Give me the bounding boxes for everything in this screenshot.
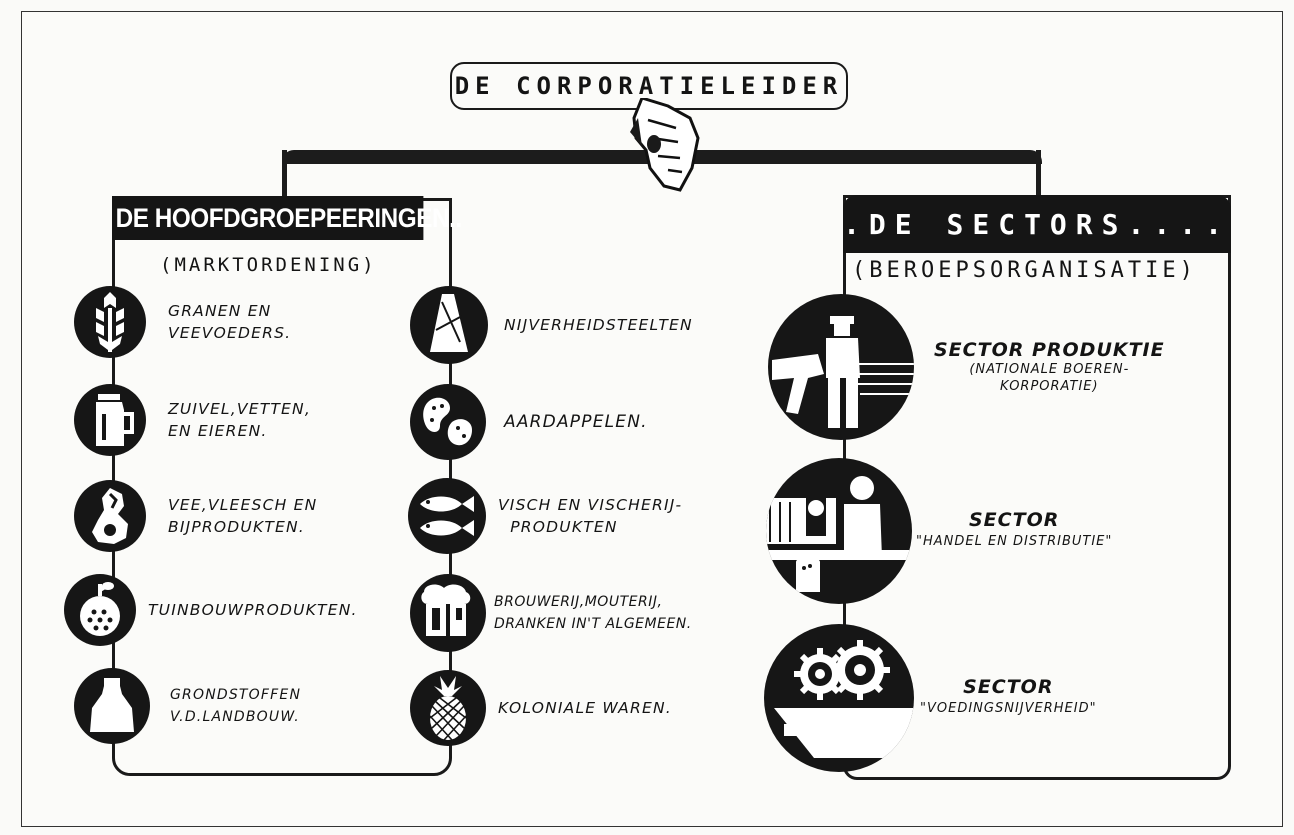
milk-jug-icon bbox=[74, 384, 146, 456]
item-label: GRONDSTOFFEN V.D.LANDBOUW. bbox=[170, 687, 302, 725]
meat-icon bbox=[74, 480, 146, 552]
list-item: ZUIVEL,VETTEN, EN EIEREN. bbox=[74, 384, 311, 456]
beer-mug-icon bbox=[410, 574, 486, 652]
list-item: NIJVERHEIDSTEELTEN bbox=[410, 286, 693, 364]
shopkeeper-icon bbox=[766, 458, 912, 604]
left-connector-stem bbox=[282, 150, 287, 200]
sack-icon bbox=[74, 668, 150, 744]
title-box: DE CORPORATIELEIDER bbox=[450, 62, 848, 110]
list-item: VISCH EN VISCHERIJ- PRODUKTEN bbox=[408, 478, 682, 554]
right-header-label: .DE SECTORS.... bbox=[843, 207, 1231, 241]
list-item: BROUWERIJ,MOUTERIJ, DRANKEN IN'T ALGEMEE… bbox=[410, 574, 692, 652]
list-item: GRANEN EN VEEVOEDERS. bbox=[74, 286, 291, 358]
list-item: KOLONIALE WAREN. bbox=[410, 670, 672, 746]
sector-title: SECTOR PRODUKTIE bbox=[934, 339, 1165, 361]
sector-title: SECTOR bbox=[969, 509, 1060, 531]
item-label: VISCH EN VISCHERIJ- PRODUKTEN bbox=[498, 496, 683, 536]
sectors-header: .DE SECTORS.... bbox=[843, 195, 1231, 253]
item-label: BROUWERIJ,MOUTERIJ, DRANKEN IN'T ALGEMEE… bbox=[494, 594, 692, 632]
right-subtitle: (BEROEPSORGANISATIE) bbox=[852, 258, 1197, 283]
list-item: TUINBOUWPRODUKTEN. bbox=[64, 574, 358, 646]
item-label: KOLONIALE WAREN. bbox=[498, 699, 672, 717]
left-header-label: DE HOOFDGROEPEERINGEN.. bbox=[115, 202, 463, 233]
gears-icon bbox=[764, 624, 914, 772]
item-label: ZUIVEL,VETTEN, EN EIEREN. bbox=[168, 400, 311, 440]
sector-sub: "HANDEL EN DISTRIBUTIE" bbox=[916, 534, 1113, 549]
list-item: VEE,VLEESCH EN BIJPRODUKTEN. bbox=[74, 480, 317, 552]
sector-text: SECTOR PRODUKTIE (NATIONALE BOEREN- KORP… bbox=[934, 339, 1165, 395]
item-label: NIJVERHEIDSTEELTEN bbox=[504, 316, 693, 334]
potato-icon bbox=[410, 384, 486, 460]
sector-item: SECTOR PRODUKTIE (NATIONALE BOEREN- KORP… bbox=[768, 294, 1165, 440]
sector-text: SECTOR "HANDEL EN DISTRIBUTIE" bbox=[916, 509, 1112, 553]
list-item: AARDAPPELEN. bbox=[410, 384, 648, 460]
item-label: AARDAPPELEN. bbox=[504, 412, 648, 432]
flax-bundle-icon bbox=[410, 286, 488, 364]
list-item: GRONDSTOFFEN V.D.LANDBOUW. bbox=[74, 668, 301, 744]
sector-title: SECTOR bbox=[963, 676, 1054, 698]
item-label: VEE,VLEESCH EN BIJPRODUKTEN. bbox=[168, 496, 318, 536]
item-label: TUINBOUWPRODUKTEN. bbox=[148, 601, 358, 619]
pineapple-icon bbox=[410, 670, 486, 746]
left-subtitle: (MARKTORDENING) bbox=[160, 254, 377, 276]
hand-icon bbox=[630, 98, 700, 192]
sector-item: SECTOR "VOEDINGSNIJVERHEID" bbox=[764, 624, 1097, 772]
fish-icon bbox=[408, 478, 486, 554]
page-title: DE CORPORATIELEIDER bbox=[454, 72, 844, 100]
item-label: GRANEN EN VEEVOEDERS. bbox=[168, 302, 292, 342]
hoofdgroepeeringen-header: DE HOOFDGROEPEERINGEN.. bbox=[112, 196, 462, 240]
sector-text: SECTOR "VOEDINGSNIJVERHEID" bbox=[920, 676, 1097, 720]
sector-item: SECTOR "HANDEL EN DISTRIBUTIE" bbox=[766, 458, 1112, 604]
farmer-plough-icon bbox=[768, 294, 914, 440]
right-connector-stem bbox=[1036, 150, 1041, 198]
wheat-icon bbox=[74, 286, 146, 358]
sector-sub: "VOEDINGSNIJVERHEID" bbox=[920, 701, 1097, 716]
sector-sub: (NATIONALE BOEREN- KORPORATIE) bbox=[969, 362, 1130, 394]
fruit-icon bbox=[64, 574, 136, 646]
